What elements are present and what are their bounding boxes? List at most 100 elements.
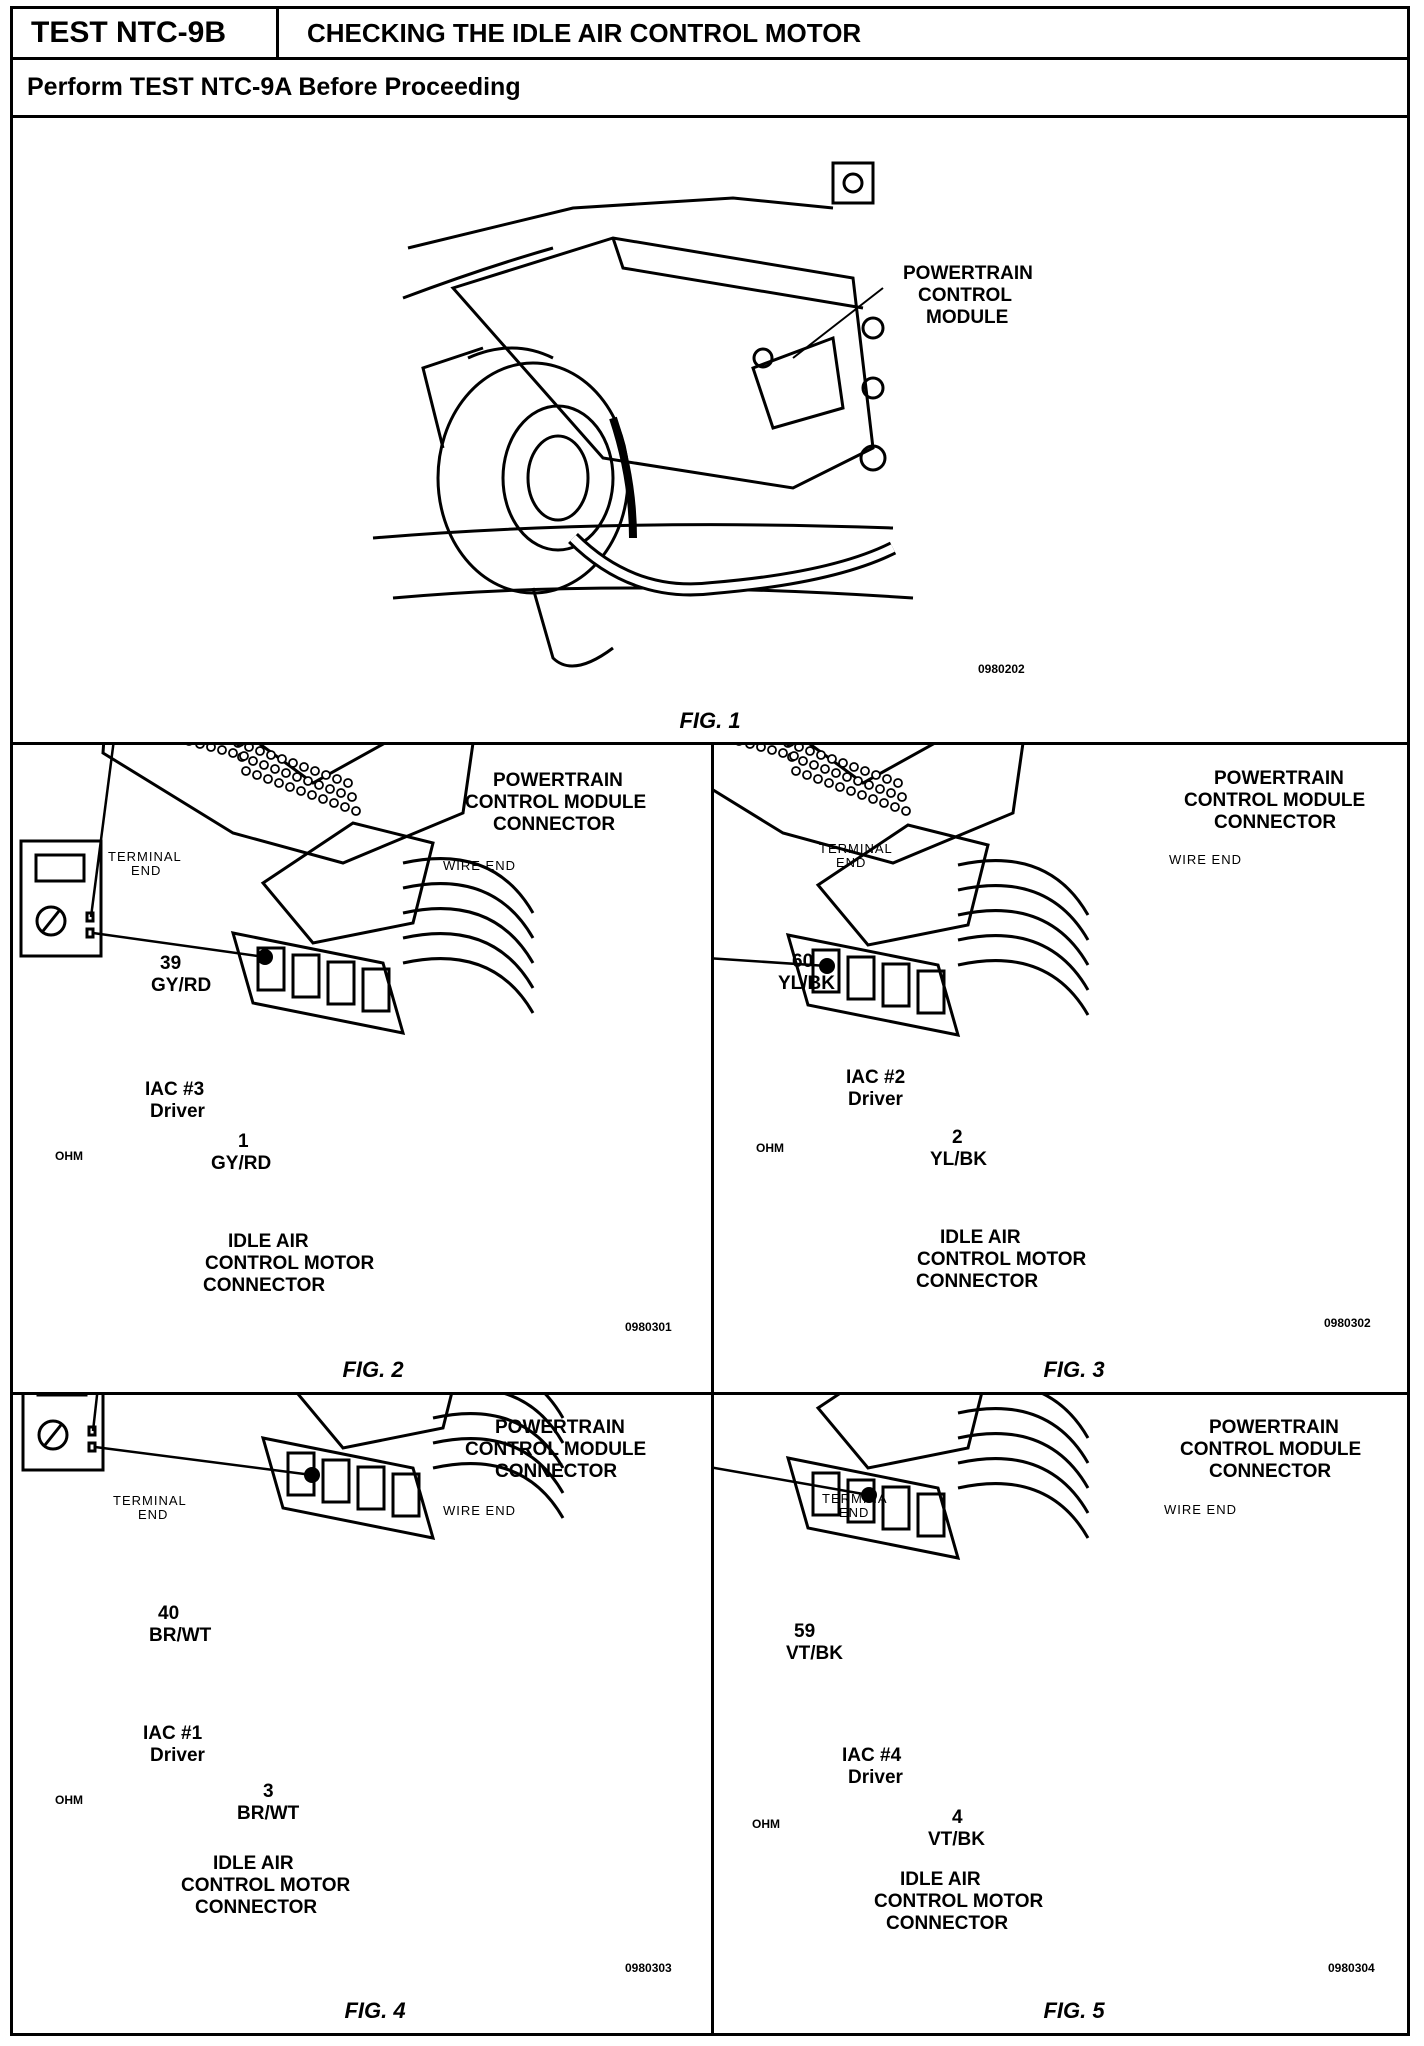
motor-pin-socket [291,953,321,999]
fig3-caption: FIG. 3 [1043,1357,1105,1382]
motor-wire [544,1395,565,1419]
fig2-caption: FIG. 2 [342,1357,404,1382]
motor-connector-line3: CONNECTOR [916,1271,1039,1292]
motor-wire [1041,1395,1090,1439]
test-id: TEST NTC-9B [13,9,279,60]
motor-connector-latch [296,1395,453,1450]
pcm-pin-color: YL/BK [778,973,835,994]
pcm-pin-number: 60 [792,951,814,972]
motor-connector-latch [260,821,435,945]
iac-driver-line1: IAC #1 [143,1723,203,1744]
pcm-connector-line2: CONTROL MODULE [1180,1439,1362,1460]
pcm-connector-line2: CONTROL MODULE [465,1439,647,1460]
pcm-pin [875,784,885,794]
motor-connector-line2: CONTROL MOTOR [205,1253,375,1274]
motor-connector-line1: IDLE AIR [213,1853,294,1874]
pcm-pin [778,748,788,758]
pcm-pin [886,788,896,798]
pcm-connector-line1: POWERTRAIN [495,1417,625,1438]
ohmmeter-display: OHM [752,1817,780,1831]
motor-wire [957,1457,1090,1514]
pcm-pin [241,766,251,776]
pcm-pin-color: BR/WT [149,1625,212,1646]
motor-pin-socket [846,955,876,1001]
motor-wire [402,857,535,914]
fig1-label-line3: MODULE [926,307,1009,328]
motor-pin-socket [321,1458,351,1504]
fig1-caption: FIG. 1 [679,708,741,733]
pcm-connector-line2: CONTROL MODULE [1184,790,1366,811]
pcm-pin [274,778,284,788]
connector-lines [714,1395,1090,1560]
motor-connector-line3: CONNECTOR [195,1897,318,1918]
pcm-pin [351,806,361,816]
fig4-panel: POWERTRAIN CONTROL MODULE CONNECTOR TERM… [13,1395,714,2033]
pcm-connector-line2: CONTROL MODULE [465,792,647,813]
motor-wire [957,1482,1090,1539]
pcm-pin [864,780,874,790]
fig3-code: 0980302 [1324,1316,1371,1330]
pcm-pin [857,790,867,800]
pcm-connector-line3: CONNECTOR [493,814,616,835]
pcm-pin [270,764,280,774]
pcm-connector-line1: POWERTRAIN [1209,1417,1339,1438]
motor-pin-number: 1 [238,1131,249,1152]
ohmmeter-dial [35,905,67,937]
pcm-pin [329,798,339,808]
ohmmeter-screen [34,853,86,883]
fig1-code: 0980202 [978,662,1025,676]
motor-connector-latch [815,1395,983,1470]
motor-connector-face [230,931,406,1035]
pcm-pin [228,748,238,758]
pcm-pin-number: 40 [158,1603,180,1624]
fig1-label-line1: POWERTRAIN [903,263,1033,284]
motor-wire [957,859,1090,916]
pcm-connector-diagram [19,745,535,1035]
wire-end-label: WIRE END [1164,1502,1237,1517]
pcm-pin [332,774,342,784]
motor-pin-color: YL/BK [930,1149,987,1170]
motor-wire [402,932,535,989]
pcm-connector-body [101,745,475,865]
motor-wire [504,1395,565,1444]
ohmmeter-dial [37,1419,69,1451]
motor-pin-number: 4 [952,1807,963,1828]
ohmmeter-display: OHM [55,1149,83,1163]
terminal-end-line1: TERMINAL [113,1493,187,1508]
ohmmeter-dial-pointer [41,910,61,932]
pcm-pin [248,756,258,766]
motor-connector-line2: CONTROL MOTOR [181,1875,351,1896]
terminal-end-line2: END [131,863,162,878]
pcm-pin [805,746,815,756]
test-lead-motor [94,1445,313,1477]
fig1-panel: POWERTRAIN CONTROL MODULE 0980202 FIG. 1 [13,118,1407,745]
fig2-code: 0980301 [625,1320,672,1334]
pcm-pin [285,782,295,792]
ohmmeter-jack [85,911,95,923]
pcm-pin [266,750,276,760]
motor-pin-socket [391,1472,421,1518]
pcm-pin [745,745,755,749]
connector-lines [21,1395,565,1540]
pcm-pin [340,802,350,812]
motor-wire [432,1412,565,1469]
motor-connector-line2: CONTROL MOTOR [874,1891,1044,1912]
pcm-pin [842,772,852,782]
fig1-label-line2: CONTROL [918,285,1012,306]
motor-wire [432,1437,565,1494]
terminal-end-line1: TERMINAL [819,841,893,856]
motor-wire [402,907,535,964]
pcm-pin [310,766,320,776]
pcm-pin [838,758,848,768]
motor-wire [957,884,1090,941]
pcm-pin [871,770,881,780]
motor-pin-number: 2 [952,1127,963,1148]
fig4-caption: FIG. 4 [344,1998,406,2023]
motor-pin-socket [881,962,911,1008]
pcm-pin-color: GY/RD [151,975,212,996]
pcm-pin [325,784,335,794]
pcm-pin [259,760,269,770]
iac-driver-line1: IAC #4 [842,1745,902,1766]
ohmmeter-body [21,1395,105,1472]
page-title: CHECKING THE IDLE AIR CONTROL MOTOR [279,9,1407,60]
